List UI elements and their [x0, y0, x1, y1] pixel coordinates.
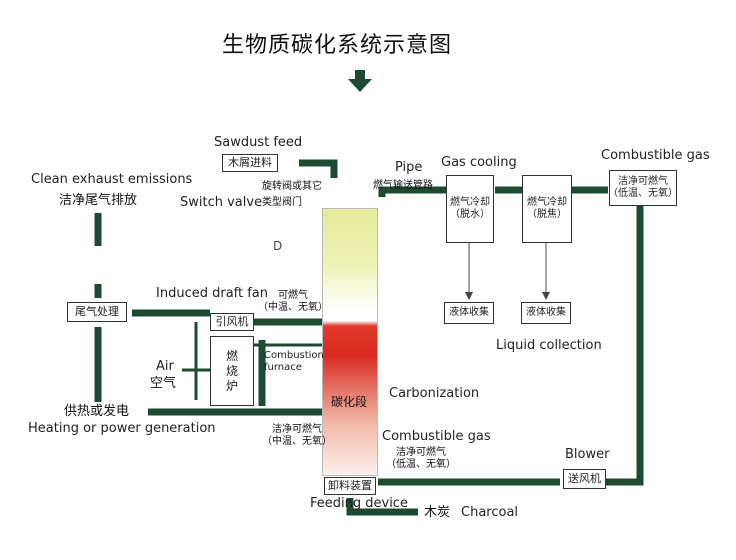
down-arrow-icon [348, 70, 372, 92]
arrow-down-1 [465, 292, 473, 300]
liquid-collection-box-1: 液体收集 [444, 302, 494, 324]
arrow-down-2 [542, 292, 550, 300]
gas-cooling-box-2: 燃气冷却 （脱焦） [522, 175, 572, 243]
right-return-pipe [606, 205, 644, 486]
pipe-to-cooling [378, 186, 446, 197]
combustion-furnace-box: 燃 烧 炉 [210, 336, 254, 406]
sawdust-feed-box: 木屑进料 [222, 154, 278, 172]
combustible-gas-top-box: 洁净可燃气 （低温、无氧） [608, 170, 678, 206]
charcoal-out [346, 498, 418, 516]
sawdust-feed-label: Sawdust feed [214, 135, 303, 150]
unload-device-box: 卸料装置 [324, 477, 376, 495]
combustion-furnace-label: Combustion furnace [264, 350, 324, 373]
gas-cooling-label: Gas cooling [441, 155, 517, 170]
combustible-mid-label: 可燃气 （中温、无氧） [258, 290, 328, 313]
combustible-gas-bottom-label: Combustible gas [382, 429, 491, 444]
air-label: Air [156, 359, 174, 374]
heating-cn: 供热或发电 [64, 404, 130, 419]
switch-valve-cn1: 旋转阀或其它 [262, 181, 322, 192]
charcoal-cn: 木炭 [424, 505, 451, 520]
diagram-title: 生物质碳化系统示意图 [222, 33, 453, 58]
reactor-column [322, 208, 378, 476]
blower-label: Blower [565, 447, 610, 462]
feed-pipe [299, 159, 338, 178]
switch-valve-cn2: 类型阀门 [262, 197, 302, 208]
pipe-label: Pipe [395, 160, 423, 175]
feeding-device-label: Feeding device [310, 496, 408, 511]
clean-exhaust-cn: 洁净尾气排放 [59, 193, 138, 208]
tail-gas-box: 尾气处理 [67, 302, 127, 322]
drying-partial-label: D [273, 239, 283, 253]
pipe-cn: 燃气输送管路 [373, 180, 433, 191]
blower-box: 送风机 [563, 469, 606, 489]
charcoal-en: Charcoal [461, 505, 519, 520]
clean-gas-left-label: 洁净可燃气 （中温、无氧） [262, 424, 332, 447]
heating-en: Heating or power generation [28, 421, 216, 436]
gas-cooling-box-1: 燃气冷却 （脱水） [446, 175, 494, 243]
induced-fan-label: Induced draft fan [156, 286, 269, 301]
switch-valve-label: Switch valve [180, 195, 263, 210]
liquid-collection-box-2: 液体收集 [521, 302, 571, 324]
induced-fan-box: 引风机 [210, 313, 254, 331]
combustible-gas-bottom-cn: 洁净可燃气 （低温、无氧） [386, 447, 456, 470]
carbonization-en: Carbonization [389, 386, 480, 401]
clean-exhaust-en: Clean exhaust emissions [31, 172, 193, 187]
carbonization-cn: 碳化段 [331, 395, 368, 409]
liquid-collection-label: Liquid collection [496, 338, 602, 353]
air-cn: 空气 [150, 376, 177, 391]
combustible-gas-top-label: Combustible gas [601, 148, 710, 163]
